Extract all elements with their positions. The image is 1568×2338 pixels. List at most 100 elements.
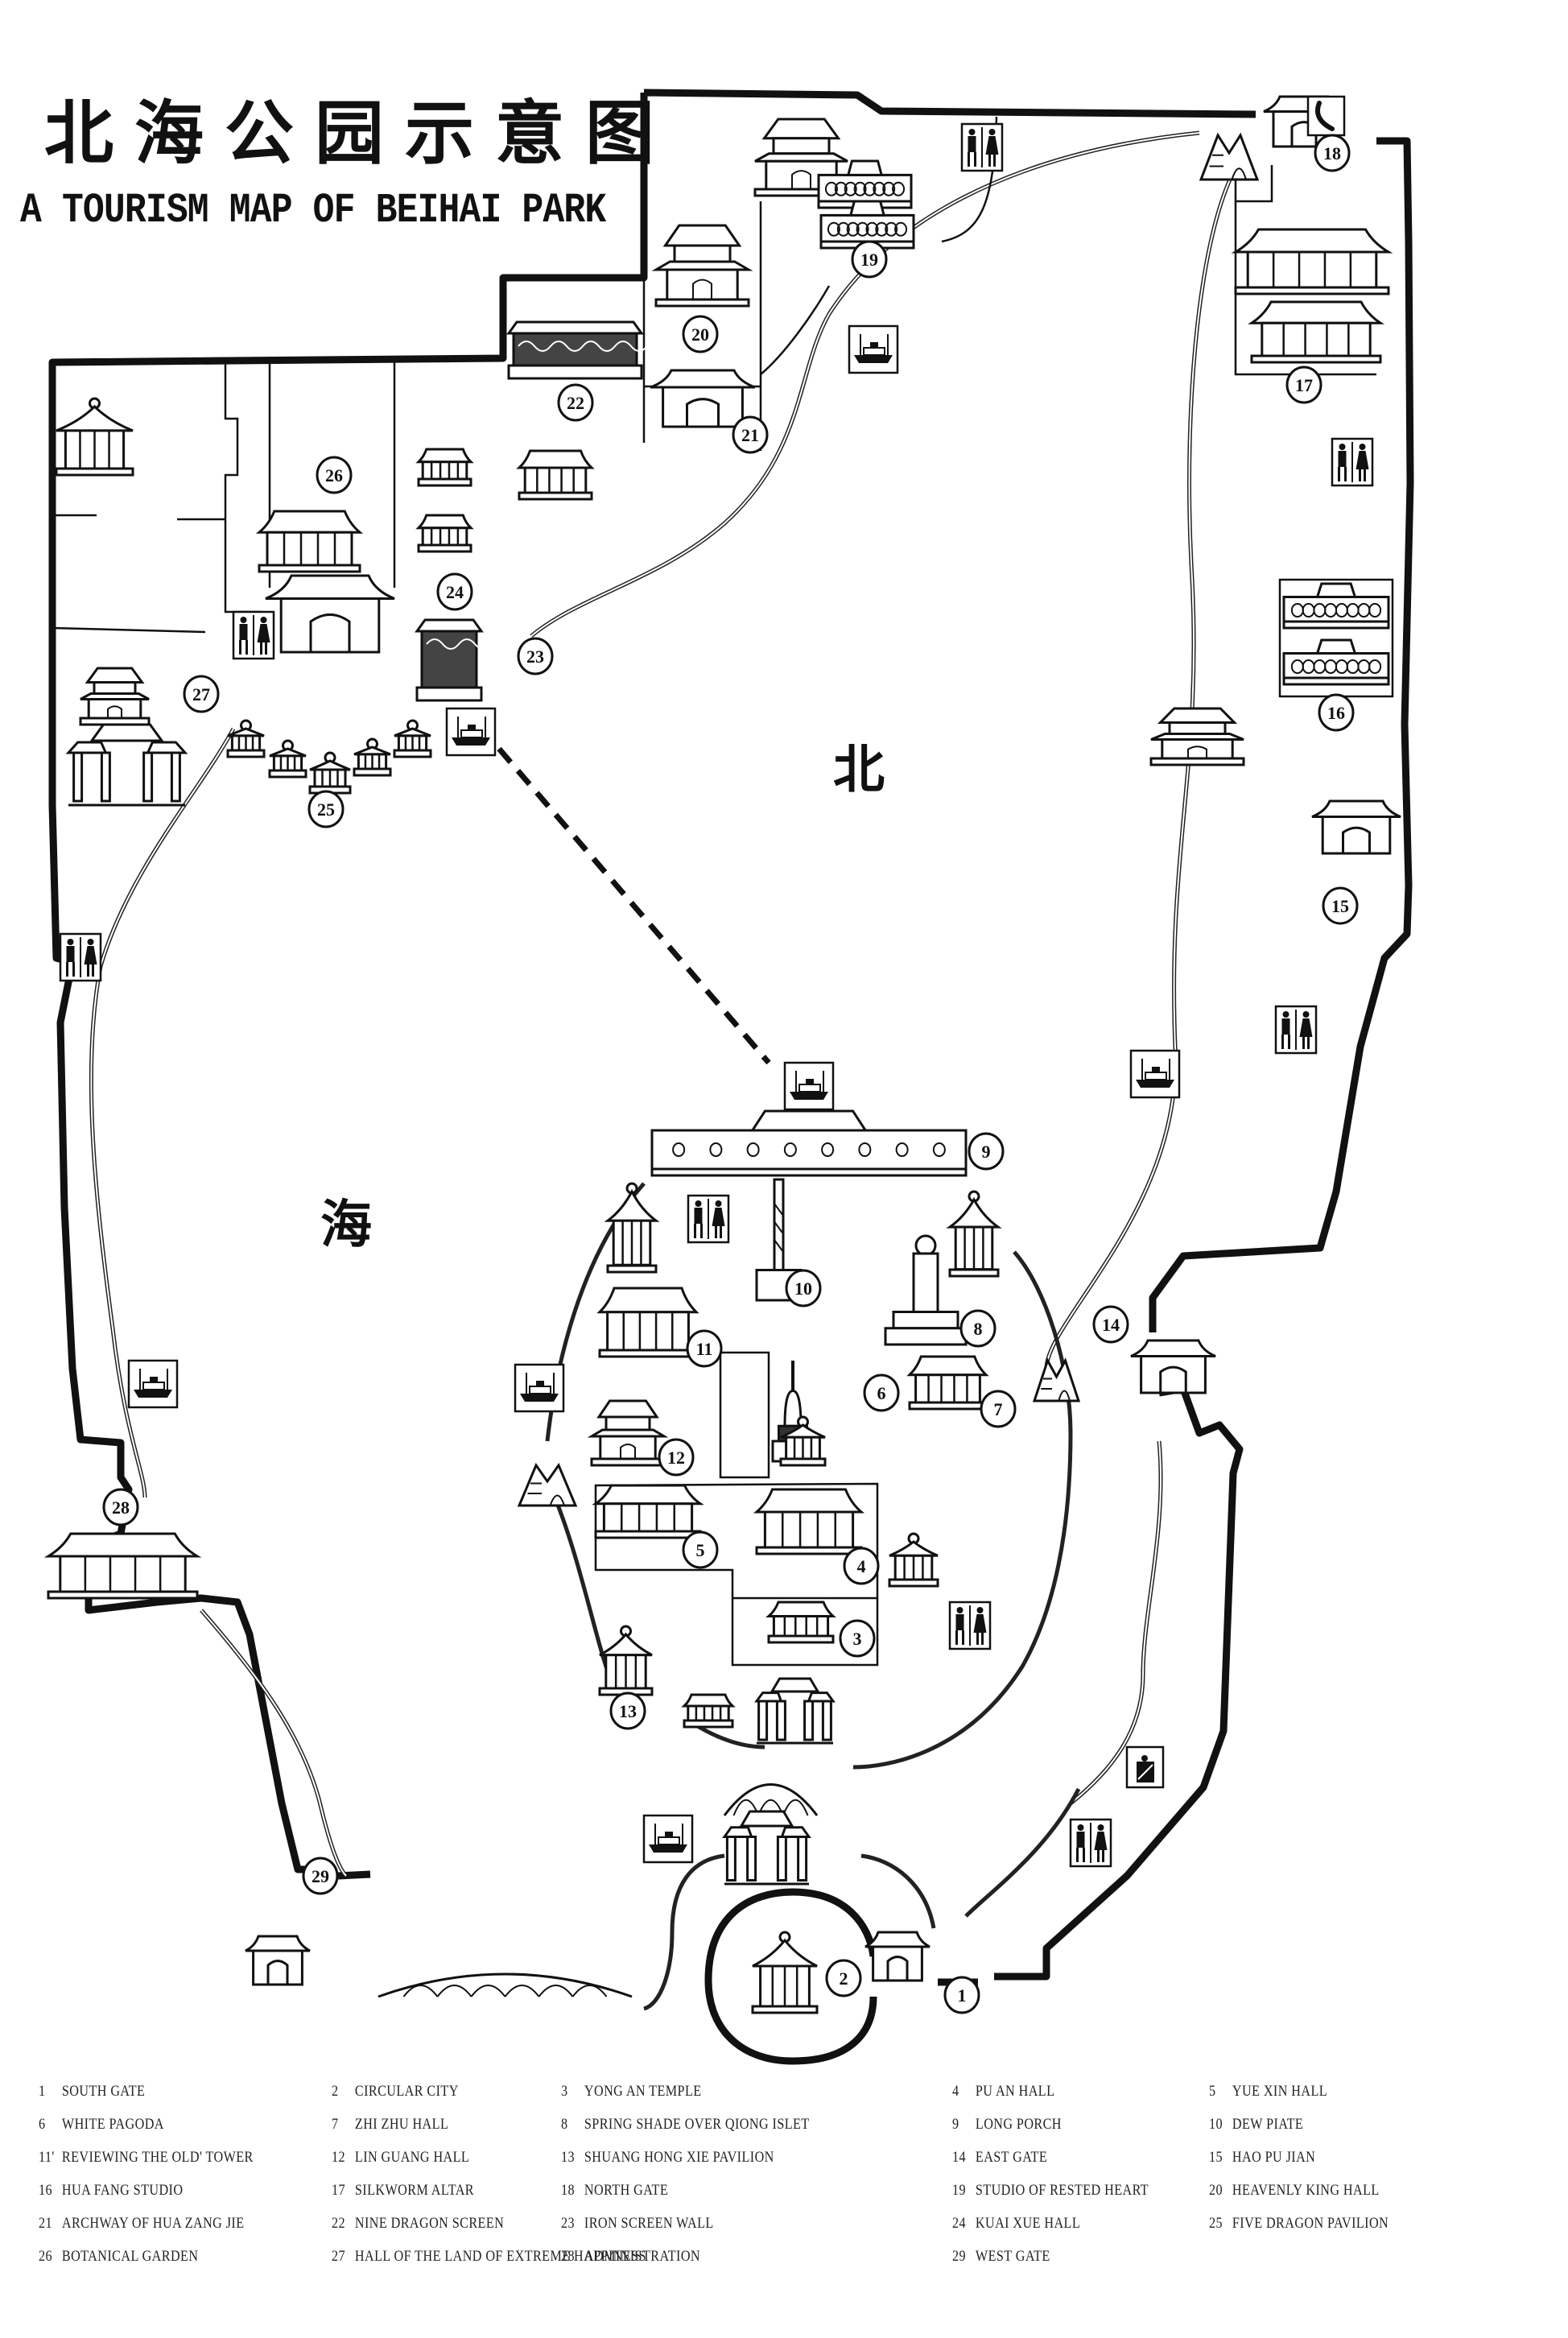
five-dragon-pavilion-2[interactable] (268, 739, 307, 779)
legend-name: YONG AN TEMPLE (584, 2083, 702, 2100)
poi-marker-22[interactable]: 22 (557, 383, 594, 422)
poi-marker-20[interactable]: 20 (682, 315, 719, 353)
toilet-icon[interactable] (687, 1194, 730, 1244)
poi-marker-14[interactable]: 14 (1092, 1305, 1129, 1344)
circular-city-wall (704, 1888, 877, 2065)
silkworm-altar-hall-b[interactable] (1247, 300, 1385, 364)
toilet-icon[interactable] (960, 122, 1004, 172)
east-shore-tower[interactable] (1149, 707, 1245, 766)
poi-marker-27[interactable]: 27 (183, 675, 220, 713)
east-gate-building[interactable] (1130, 1339, 1216, 1394)
administration-building[interactable] (43, 1532, 202, 1600)
poi-marker-1[interactable]: 1 (943, 1976, 980, 2014)
octagonal-pavilion-nw[interactable] (55, 397, 134, 477)
poi-marker-26[interactable]: 26 (316, 456, 353, 494)
island-rockery-west[interactable] (517, 1462, 578, 1507)
kuai-xue-hall-a[interactable] (415, 448, 474, 487)
telephone-icon[interactable] (1306, 95, 1346, 137)
boat-dock-icon[interactable] (445, 707, 497, 757)
south-archway-to-island[interactable] (722, 1810, 811, 1886)
poi-marker-7[interactable]: 7 (980, 1390, 1017, 1428)
spring-shade-stele[interactable] (884, 1234, 968, 1346)
yong-an-temple-hall[interactable] (765, 1601, 836, 1644)
lin-guang-hall-building[interactable] (587, 1399, 669, 1467)
botanical-garden-gate[interactable] (265, 574, 395, 654)
reviewing-old-tower-hall[interactable] (596, 1287, 699, 1358)
five-dragon-pavilion-1[interactable] (226, 719, 266, 758)
north-rockery[interactable] (1199, 132, 1260, 181)
poi-marker-23[interactable]: 23 (517, 637, 554, 675)
toilet-icon[interactable] (232, 610, 275, 660)
nine-dragon-screen[interactable] (506, 320, 664, 380)
poi-marker-29[interactable]: 29 (302, 1857, 339, 1895)
poi-marker-17[interactable]: 17 (1285, 366, 1322, 404)
poi-marker-19[interactable]: 19 (851, 240, 888, 279)
hua-zang-jie-archway[interactable] (650, 369, 756, 428)
island-pavilion-west[interactable] (604, 1182, 660, 1274)
hua-fang-studio-hall-b[interactable] (1282, 638, 1390, 686)
poi-marker-6[interactable]: 6 (863, 1373, 900, 1412)
boat-dock-icon[interactable] (848, 324, 899, 374)
poi-marker-28[interactable]: 28 (102, 1488, 139, 1526)
boat-dock-icon[interactable] (514, 1363, 565, 1413)
poi-marker-16[interactable]: 16 (1318, 693, 1355, 732)
poi-marker-15[interactable]: 15 (1322, 886, 1359, 925)
circular-city-pavilion[interactable] (751, 1931, 819, 2014)
poi-marker-3[interactable]: 3 (839, 1619, 876, 1658)
kuai-xue-hall-c[interactable] (415, 514, 474, 553)
toilet-icon[interactable] (1331, 437, 1374, 487)
toilet-icon[interactable] (1274, 1005, 1318, 1055)
boat-dock-icon[interactable] (127, 1359, 179, 1409)
poi-marker-9[interactable]: 9 (968, 1132, 1005, 1171)
poi-marker-8[interactable]: 8 (959, 1309, 997, 1348)
hao-pu-jian-building[interactable] (1311, 799, 1401, 855)
poi-marker-label: 13 (619, 1701, 637, 1721)
poi-marker-25[interactable]: 25 (307, 790, 345, 828)
shuang-hong-xie-pavilion[interactable] (598, 1625, 654, 1696)
poi-marker-12[interactable]: 12 (658, 1438, 695, 1477)
extreme-happiness-archway[interactable] (65, 723, 188, 807)
poi-marker-4[interactable]: 4 (843, 1547, 880, 1585)
botanical-garden-hall[interactable] (255, 510, 364, 573)
poi-marker-11[interactable]: 11 (686, 1329, 723, 1368)
photo-service-icon[interactable] (1125, 1745, 1165, 1789)
poi-marker-21[interactable]: 21 (732, 415, 769, 454)
poi-marker-18[interactable]: 18 (1314, 134, 1351, 172)
boat-dock-icon[interactable] (1129, 1049, 1181, 1099)
poi-marker-10[interactable]: 10 (785, 1269, 822, 1307)
west-arch-bridge[interactable] (378, 1972, 633, 1998)
toilet-icon[interactable] (59, 932, 102, 982)
five-dragon-pavilion-4[interactable] (353, 737, 392, 777)
long-porch-building[interactable] (650, 1109, 968, 1177)
poi-marker-24[interactable]: 24 (436, 572, 473, 611)
yue-xin-hall-building[interactable] (592, 1484, 704, 1539)
extreme-happiness-hall-tower[interactable] (79, 667, 151, 726)
island-pavilion-se[interactable] (888, 1532, 939, 1588)
toilet-icon[interactable] (948, 1601, 992, 1650)
silkworm-altar-hall-a[interactable] (1231, 228, 1393, 295)
boat-dock-icon[interactable] (783, 1061, 835, 1111)
poi-marker-2[interactable]: 2 (825, 1959, 862, 1997)
island-south-archway[interactable] (754, 1677, 836, 1745)
hua-fang-studio-hall-a[interactable] (1282, 582, 1390, 630)
island-south-hall[interactable] (681, 1693, 736, 1729)
five-dragon-pavilion-5[interactable] (393, 719, 432, 758)
five-dragon-pavilion-3[interactable] (308, 751, 352, 795)
iron-screen-wall[interactable] (415, 618, 572, 702)
south-gate-building[interactable] (864, 1931, 930, 1982)
five-story-tower-north[interactable] (753, 118, 849, 197)
island-rockery-east[interactable] (1032, 1357, 1081, 1402)
zhi-zhu-hall-building[interactable] (906, 1355, 989, 1411)
heavenly-king-hall-building[interactable] (651, 224, 753, 308)
toilet-icon[interactable] (1069, 1818, 1112, 1868)
island-small-pavilion[interactable] (779, 1415, 827, 1467)
west-gate-building[interactable] (245, 1935, 311, 1986)
island-pavilion-east[interactable] (946, 1190, 1002, 1278)
boat-dock-icon[interactable] (642, 1814, 694, 1864)
kuai-xue-hall-b[interactable] (516, 449, 595, 501)
legend-number: 18 (561, 2182, 575, 2199)
poi-marker-5[interactable]: 5 (682, 1530, 719, 1569)
pu-an-hall-building[interactable] (753, 1488, 865, 1555)
poi-marker-13[interactable]: 13 (609, 1692, 646, 1730)
